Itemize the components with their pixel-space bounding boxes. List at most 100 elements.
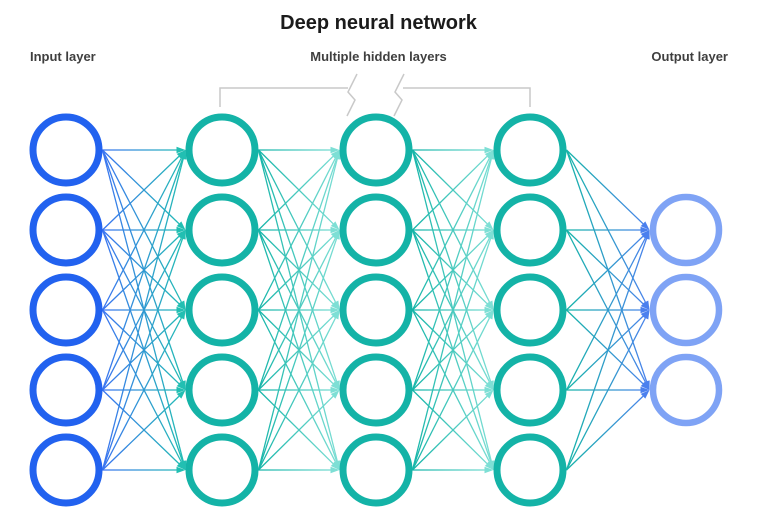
arrowhead (643, 230, 650, 240)
edge-line (102, 229, 180, 305)
output-node (649, 273, 723, 347)
hidden-2-node (339, 193, 413, 267)
arrowhead (330, 386, 340, 394)
edge-line (102, 235, 180, 311)
arrowhead (330, 146, 340, 154)
arrowhead (484, 221, 494, 230)
edge-line (565, 149, 648, 382)
edge-line (411, 229, 492, 462)
hidden-1-node (185, 193, 259, 267)
hidden-1-node (185, 113, 259, 187)
hidden-3-node (493, 273, 567, 347)
edge-line (101, 149, 184, 382)
nodes-group (29, 113, 723, 507)
hidden-3-node (493, 433, 567, 507)
edge-line (411, 149, 492, 462)
edge-line (412, 309, 488, 385)
hidden-layers-label: Multiple hidden layers (310, 49, 447, 64)
edge-line (258, 149, 334, 225)
arrowhead (330, 226, 340, 234)
edge-line (101, 317, 182, 471)
edge-line (102, 395, 180, 471)
edge-line (565, 229, 646, 383)
edge-line (411, 158, 492, 391)
arrowhead (486, 310, 494, 320)
arrowhead (176, 381, 186, 390)
edge-line (258, 235, 334, 311)
edge-line (411, 149, 491, 303)
hidden-2-node (339, 113, 413, 187)
bracket-right (403, 87, 531, 107)
edge-line (412, 235, 488, 311)
edge-line (411, 157, 491, 311)
arrowhead (484, 390, 494, 399)
arrowhead (484, 381, 494, 390)
bracket-group (219, 73, 531, 117)
edge-line (411, 237, 491, 391)
edge-line (412, 149, 488, 225)
edge-line (101, 158, 184, 391)
edge-line (101, 229, 184, 462)
arrowhead (176, 466, 186, 474)
diagram-title: Deep neural network (280, 12, 477, 34)
edge-line (257, 149, 337, 303)
hidden-3-node (493, 193, 567, 267)
edge-line (257, 158, 338, 471)
edge-line (411, 158, 492, 471)
arrowhead (330, 466, 340, 474)
arrowhead (176, 146, 186, 154)
hidden-3-node (493, 113, 567, 187)
arrowhead (330, 390, 340, 399)
arrowhead (484, 466, 494, 474)
edge-line (258, 155, 334, 231)
bracket-break-mark (393, 73, 405, 117)
edge-line (257, 149, 338, 462)
arrowhead (330, 461, 340, 470)
edge-line (411, 229, 491, 383)
hidden-1-node (185, 273, 259, 347)
arrowhead (330, 306, 340, 314)
arrowhead (640, 381, 650, 390)
hidden-2-node (339, 433, 413, 507)
arrowhead (640, 306, 650, 314)
arrowhead (176, 461, 186, 470)
arrowhead (640, 386, 650, 394)
edge-line (258, 229, 334, 305)
arrowhead (176, 226, 186, 234)
edge-line (101, 309, 182, 463)
edge-line (565, 238, 648, 471)
arrowhead (640, 301, 650, 310)
edge-line (412, 389, 488, 465)
arrowhead (640, 390, 650, 399)
edge-line (412, 155, 488, 231)
arrowhead (330, 221, 340, 230)
edge-line (102, 149, 180, 225)
arrowhead (330, 301, 340, 310)
edge-line (101, 149, 182, 303)
edge-line (412, 315, 488, 391)
hidden-1-node (185, 433, 259, 507)
edge-line (411, 317, 491, 471)
arrowhead (176, 390, 186, 399)
edge-line (566, 229, 644, 305)
edge-line (257, 158, 338, 391)
input-node (29, 193, 103, 267)
edge-line (566, 235, 644, 311)
arrowhead (484, 146, 494, 154)
edge-line (257, 309, 337, 463)
edge-line (102, 309, 180, 385)
arrowhead (487, 230, 494, 240)
input-node (29, 433, 103, 507)
edge-line (101, 237, 182, 391)
input-node (29, 113, 103, 187)
edge-line (102, 315, 180, 391)
edge-line (566, 309, 644, 385)
arrowhead (640, 226, 650, 234)
arrowhead (484, 386, 494, 394)
edge-line (411, 238, 492, 471)
edge-line (101, 229, 182, 383)
edge-line (566, 315, 644, 391)
arrowhead (334, 150, 341, 160)
